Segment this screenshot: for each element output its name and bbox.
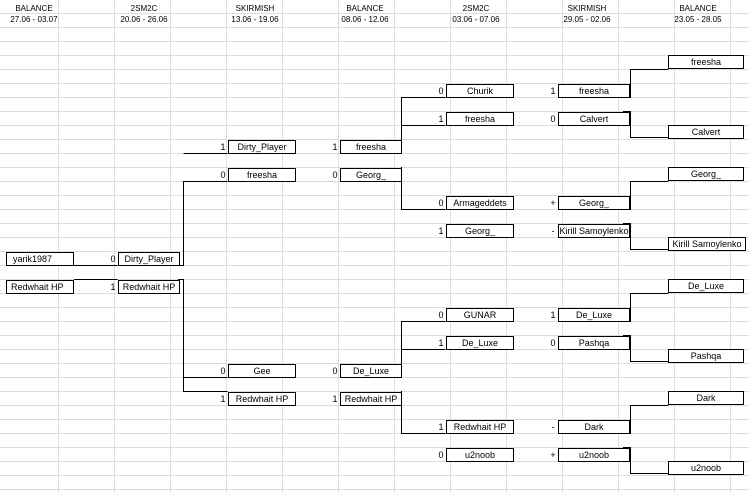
match-score: 1 [332, 394, 338, 404]
player-cell[interactable]: u2noob [446, 448, 514, 462]
match-score: 1 [438, 226, 444, 236]
column-header-title: 2SM2C [462, 4, 490, 13]
column-header: 2SM2C 20.06 - 26.06 [99, 3, 189, 25]
match-score: + [550, 450, 556, 460]
player-cell[interactable]: Kirill Samoylenko [668, 237, 746, 251]
match-score: 0 [438, 86, 444, 96]
match-score: 1 [332, 142, 338, 152]
match-score: 1 [438, 422, 444, 432]
player-cell[interactable]: Georg_ [340, 168, 402, 182]
column-header-dates: 03.06 - 07.06 [452, 15, 500, 24]
player-cell[interactable]: Armageddets [446, 196, 514, 210]
column-header-title: SKIRMISH [235, 4, 275, 13]
column-header: SKIRMISH 13.06 - 19.06 [210, 3, 300, 25]
match-score: - [551, 422, 555, 432]
column-header: SKIRMISH 29.05 - 02.06 [542, 3, 632, 25]
column-header-dates: 08.06 - 12.06 [341, 15, 389, 24]
player-cell[interactable]: Redwhait HP [446, 420, 514, 434]
player-cell[interactable]: freesha [228, 168, 296, 182]
player-cell[interactable]: yarik1987 [6, 252, 74, 266]
column-header-dates: 27.06 - 03.07 [10, 15, 58, 24]
player-cell[interactable]: De_Luxe [340, 364, 402, 378]
player-cell[interactable]: Redwhait HP [6, 280, 74, 294]
match-score: 1 [438, 114, 444, 124]
player-cell[interactable]: Redwhait HP [340, 392, 402, 406]
column-header: BALANCE 27.06 - 03.07 [0, 3, 79, 25]
match-score: - [551, 226, 555, 236]
player-cell[interactable]: freesha [446, 112, 514, 126]
column-header-title: 2SM2C [130, 4, 158, 13]
player-cell[interactable]: freesha [558, 84, 630, 98]
column-header: 2SM2C 03.06 - 07.06 [431, 3, 521, 25]
column-header-title: BALANCE [15, 4, 53, 13]
match-score: 0 [110, 254, 116, 264]
player-cell[interactable]: u2noob [668, 461, 744, 475]
match-score: 1 [550, 310, 556, 320]
player-cell[interactable]: Dirty_Player [228, 140, 296, 154]
match-score: 1 [438, 338, 444, 348]
player-cell[interactable]: De_Luxe [558, 308, 630, 322]
column-header: BALANCE 23.05 - 28.05 [653, 3, 743, 25]
player-cell[interactable]: Kirill Samoylenko [558, 224, 630, 238]
match-score: 0 [550, 114, 556, 124]
match-score: 0 [220, 366, 226, 376]
player-cell[interactable]: Redwhait HP [118, 280, 180, 294]
player-cell[interactable]: GUNAR [446, 308, 514, 322]
column-header-dates: 29.05 - 02.06 [563, 15, 611, 24]
match-score: 0 [438, 198, 444, 208]
player-cell[interactable]: De_Luxe [668, 279, 744, 293]
player-cell[interactable]: Georg_ [446, 224, 514, 238]
player-cell[interactable]: freesha [668, 55, 744, 69]
match-score: 0 [550, 338, 556, 348]
player-cell[interactable]: Redwhait HP [228, 392, 296, 406]
match-score: + [550, 198, 556, 208]
column-header-title: SKIRMISH [567, 4, 607, 13]
match-score: 0 [438, 450, 444, 460]
column-header-title: BALANCE [679, 4, 717, 13]
match-score: 0 [332, 170, 338, 180]
column-header-title: BALANCE [346, 4, 384, 13]
match-score: 0 [332, 366, 338, 376]
player-cell[interactable]: Churik [446, 84, 514, 98]
player-cell[interactable]: u2noob [558, 448, 630, 462]
match-score: 1 [220, 142, 226, 152]
player-cell[interactable]: Calvert [558, 112, 630, 126]
column-header-dates: 13.06 - 19.06 [231, 15, 279, 24]
column-header-dates: 23.05 - 28.05 [674, 15, 722, 24]
player-cell[interactable]: Pashqa [558, 336, 630, 350]
player-cell[interactable]: Calvert [668, 125, 744, 139]
player-cell[interactable]: freesha [340, 140, 402, 154]
player-cell[interactable]: Dirty_Player [118, 252, 180, 266]
player-cell[interactable]: Gee [228, 364, 296, 378]
match-score: 1 [110, 282, 116, 292]
column-header-dates: 20.06 - 26.06 [120, 15, 168, 24]
match-score: 0 [220, 170, 226, 180]
column-header: BALANCE 08.06 - 12.06 [320, 3, 410, 25]
player-cell[interactable]: De_Luxe [446, 336, 514, 350]
player-cell[interactable]: Georg_ [558, 196, 630, 210]
player-cell[interactable]: Dark [668, 391, 744, 405]
match-score: 1 [220, 394, 226, 404]
player-cell[interactable]: Pashqa [668, 349, 744, 363]
player-cell[interactable]: Dark [558, 420, 630, 434]
match-score: 0 [438, 310, 444, 320]
player-cell[interactable]: Georg_ [668, 167, 744, 181]
match-score: 1 [550, 86, 556, 96]
